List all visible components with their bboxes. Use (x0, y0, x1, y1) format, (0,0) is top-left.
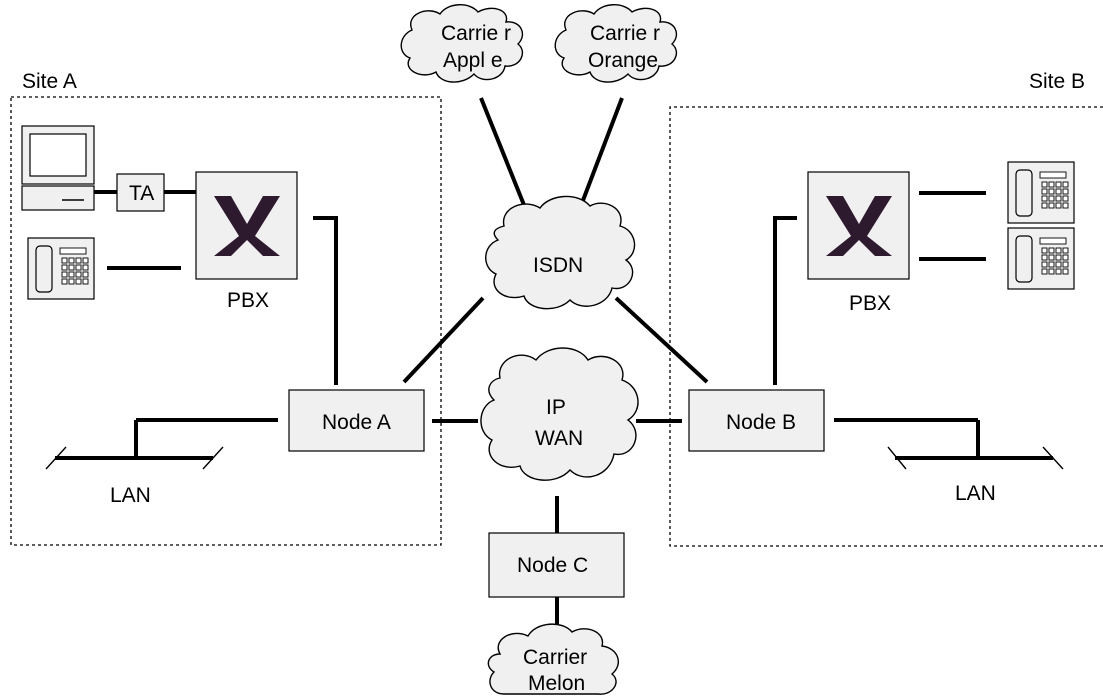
carrier-apple-label-2: Appl e (443, 49, 503, 72)
lan-b-label: LAN (955, 482, 996, 505)
carrier-apple-label-1: Carrie r (441, 22, 511, 45)
site-a-label: Site A (22, 70, 77, 93)
site-a-boundary (10, 96, 442, 546)
pbx-b[interactable]: PBX (807, 171, 910, 315)
phone-icon-site-a[interactable] (27, 237, 95, 300)
node-a[interactable]: Node A (288, 389, 425, 452)
phone-icon-site-b-1[interactable] (1007, 161, 1075, 224)
node-b-label: Node B (726, 411, 796, 434)
pbx-a-label: PBX (227, 289, 269, 312)
node-c-label: Node C (517, 554, 588, 577)
ip-wan-label-2: WAN (535, 427, 583, 450)
site-b-boundary (669, 106, 1103, 547)
computer-icon[interactable] (21, 125, 95, 211)
phone-icon-site-b-2[interactable] (1007, 227, 1075, 290)
node-b[interactable]: Node B (688, 389, 825, 452)
carrier-orange-label-1: Carrie r (590, 22, 660, 45)
carrier-melon-label-2: Melon (528, 672, 585, 695)
carrier-melon-label-1: Carrier (523, 646, 587, 669)
carrier-orange-label-2: Orange (588, 49, 658, 72)
node-a-label: Node A (322, 411, 391, 434)
carrier-orange-cloud: Carrie r Orange (554, 4, 678, 83)
site-b-label: Site B (1029, 70, 1085, 93)
ta-box[interactable]: TA (116, 173, 165, 212)
connections (45, 97, 1064, 640)
pbx-a[interactable]: PBX (195, 171, 298, 312)
carrier-melon-cloud: Carrier Melon (487, 623, 620, 695)
pbx-a-x-icon (214, 196, 280, 256)
ta-label: TA (129, 182, 154, 205)
ip-wan-label-1: IP (546, 396, 566, 419)
isdn-cloud: ISDN (485, 195, 636, 310)
pbx-b-x-icon (826, 196, 892, 256)
carrier-apple-cloud: Carrie r Appl e (400, 4, 524, 83)
node-c[interactable]: Node C (488, 532, 625, 598)
isdn-label: ISDN (533, 254, 583, 277)
pbx-b-label: PBX (849, 292, 891, 315)
lan-a-label: LAN (110, 484, 151, 507)
ip-wan-cloud: IP WAN (480, 347, 639, 481)
